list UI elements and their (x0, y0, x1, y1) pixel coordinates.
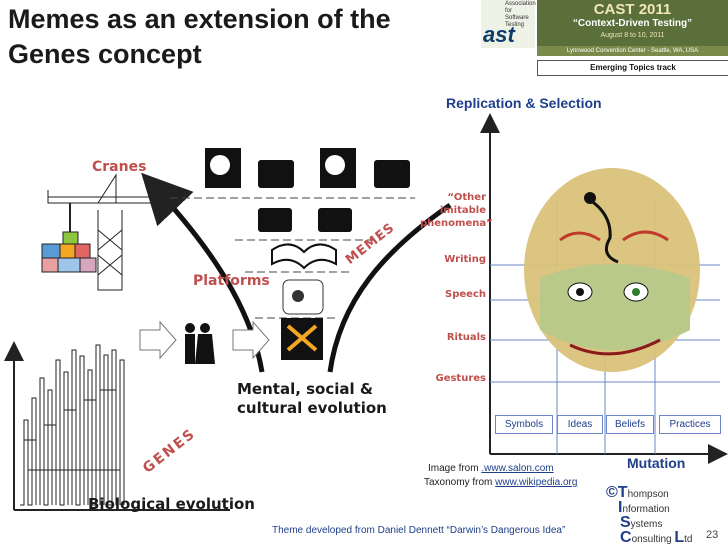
copyright-mark: © (606, 484, 618, 501)
bio-evolution-axes (3, 341, 230, 511)
company-initial-t: T (617, 484, 628, 501)
org-line-3: Testing (505, 22, 525, 28)
ast-logo: Association for Software Testing ast (481, 0, 536, 48)
stage-line-2: imitable (439, 205, 486, 216)
event-venue: Lynnwood Convention Center - Seattle, WA… (537, 46, 728, 56)
slide-title: Memes as an extension of the Genes conce… (8, 2, 391, 72)
flow-arrows (139, 320, 270, 360)
wikipedia-link[interactable]: www.wikipedia.org (495, 477, 578, 488)
crane-icon (41, 173, 161, 291)
event-subtitle: “Context-Driven Testing” (572, 18, 693, 29)
company-word-ystems: ystems (630, 519, 663, 530)
tools-icon (281, 318, 323, 360)
faces-illustration (524, 168, 700, 372)
salon-link[interactable]: .www.salon.com (481, 463, 554, 474)
cultural-line: cultural evolution (237, 399, 387, 417)
company-initial-l: L (674, 529, 685, 546)
image-credit: Image from .www.salon.com (428, 463, 554, 474)
taxonomy-symbols: Symbols (495, 415, 553, 434)
stage-gestures: Gestures (435, 373, 486, 384)
cranes-label: Cranes (92, 159, 147, 175)
couple-icon (185, 323, 215, 364)
stage-writing: Writing (444, 254, 486, 265)
event-name: CAST 2011 (593, 1, 672, 18)
human-heads-icons (205, 148, 356, 188)
company-word-td: td (684, 534, 693, 545)
stage-other-imitable: “Other imitable phenomena” (420, 191, 493, 230)
conference-banner: Association for Software Testing ast CAS… (481, 0, 728, 76)
phylogenetic-tree (20, 344, 125, 506)
stage-rituals: Rituals (446, 332, 486, 343)
platforms-label: Platforms (193, 273, 270, 289)
company-logo: ©Thompson Information Systems Consulting… (606, 484, 693, 546)
book-icon (271, 243, 337, 270)
memes-chart-axes (480, 113, 728, 464)
title-line-1: Memes as an extension of the (8, 4, 391, 34)
company-word-nformation: nformation (622, 504, 670, 515)
org-line-2: Software (505, 15, 529, 21)
company-word-onsulting: onsulting (631, 534, 675, 545)
taxonomy-credit: Taxonomy from www.wikipedia.org (424, 477, 577, 488)
company-word-hompson: hompson (627, 489, 669, 500)
y-axis-label: Replication & Selection (446, 95, 602, 111)
stage-speech: Speech (445, 289, 486, 300)
theme-credit: Theme developed from Daniel Dennett “Dar… (272, 525, 566, 536)
stage-line-3: phenomena” (420, 218, 493, 229)
taxonomy-practices: Practices (659, 415, 721, 434)
company-initial-c: C (620, 529, 632, 546)
image-credit-prefix: Image from (428, 463, 482, 474)
page-number: 23 (706, 529, 719, 541)
speaking-person-icon (282, 279, 324, 315)
taxonomy-beliefs: Beliefs (606, 415, 654, 434)
stage-line-1: “Other (447, 192, 486, 203)
x-axis-label: Mutation (627, 455, 686, 471)
biological-evolution-label: Biological evolution (88, 495, 255, 513)
company-initial-s: S (620, 514, 631, 531)
taxonomy-credit-prefix: Taxonomy from (424, 477, 496, 488)
taxonomy-ideas: Ideas (557, 415, 603, 434)
track-label: Emerging Topics track (537, 60, 728, 76)
computer-icons (258, 160, 410, 232)
company-initial-i: I (618, 499, 623, 516)
title-line-2: Genes concept (8, 39, 202, 69)
org-line-1: Association for (505, 1, 536, 14)
ast-wordmark: ast (483, 22, 515, 47)
mental-line: Mental, social & (237, 380, 373, 398)
event-dates: August 8 to 10, 2011 (600, 32, 665, 39)
cast-banner: CAST 2011 “Context-Driven Testing” Augus… (537, 0, 728, 52)
cultural-evolution-label: Mental, social & cultural evolution (237, 380, 387, 418)
